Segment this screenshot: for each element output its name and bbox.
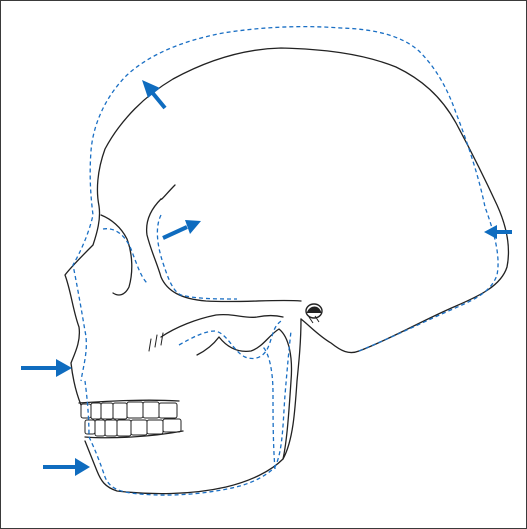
cheek-hatch-3: [161, 333, 163, 345]
ramus-line: [197, 329, 292, 459]
orbit-outline: [101, 215, 132, 295]
arrow-chin: [43, 458, 90, 476]
dashed-ramus: [263, 347, 275, 469]
dashed-temporal: [157, 215, 237, 299]
cheek-hatch-2: [155, 335, 157, 347]
arrow-forehead: [163, 220, 201, 238]
ear-opening: [306, 304, 322, 323]
cheek-hatch-1: [149, 339, 151, 351]
temporal-line: [147, 199, 301, 302]
brow-curve: [161, 185, 175, 199]
dashed-cranium: [73, 27, 498, 381]
dashed-orbit: [103, 229, 147, 283]
cranium-outline: [65, 48, 509, 405]
zygomatic-line: [161, 315, 283, 337]
teeth: [79, 400, 183, 438]
arrow-top: [142, 80, 165, 108]
upper-teeth: [81, 402, 177, 419]
arrow-maxilla: [21, 359, 72, 377]
dashed-zygomatic: [179, 321, 281, 359]
